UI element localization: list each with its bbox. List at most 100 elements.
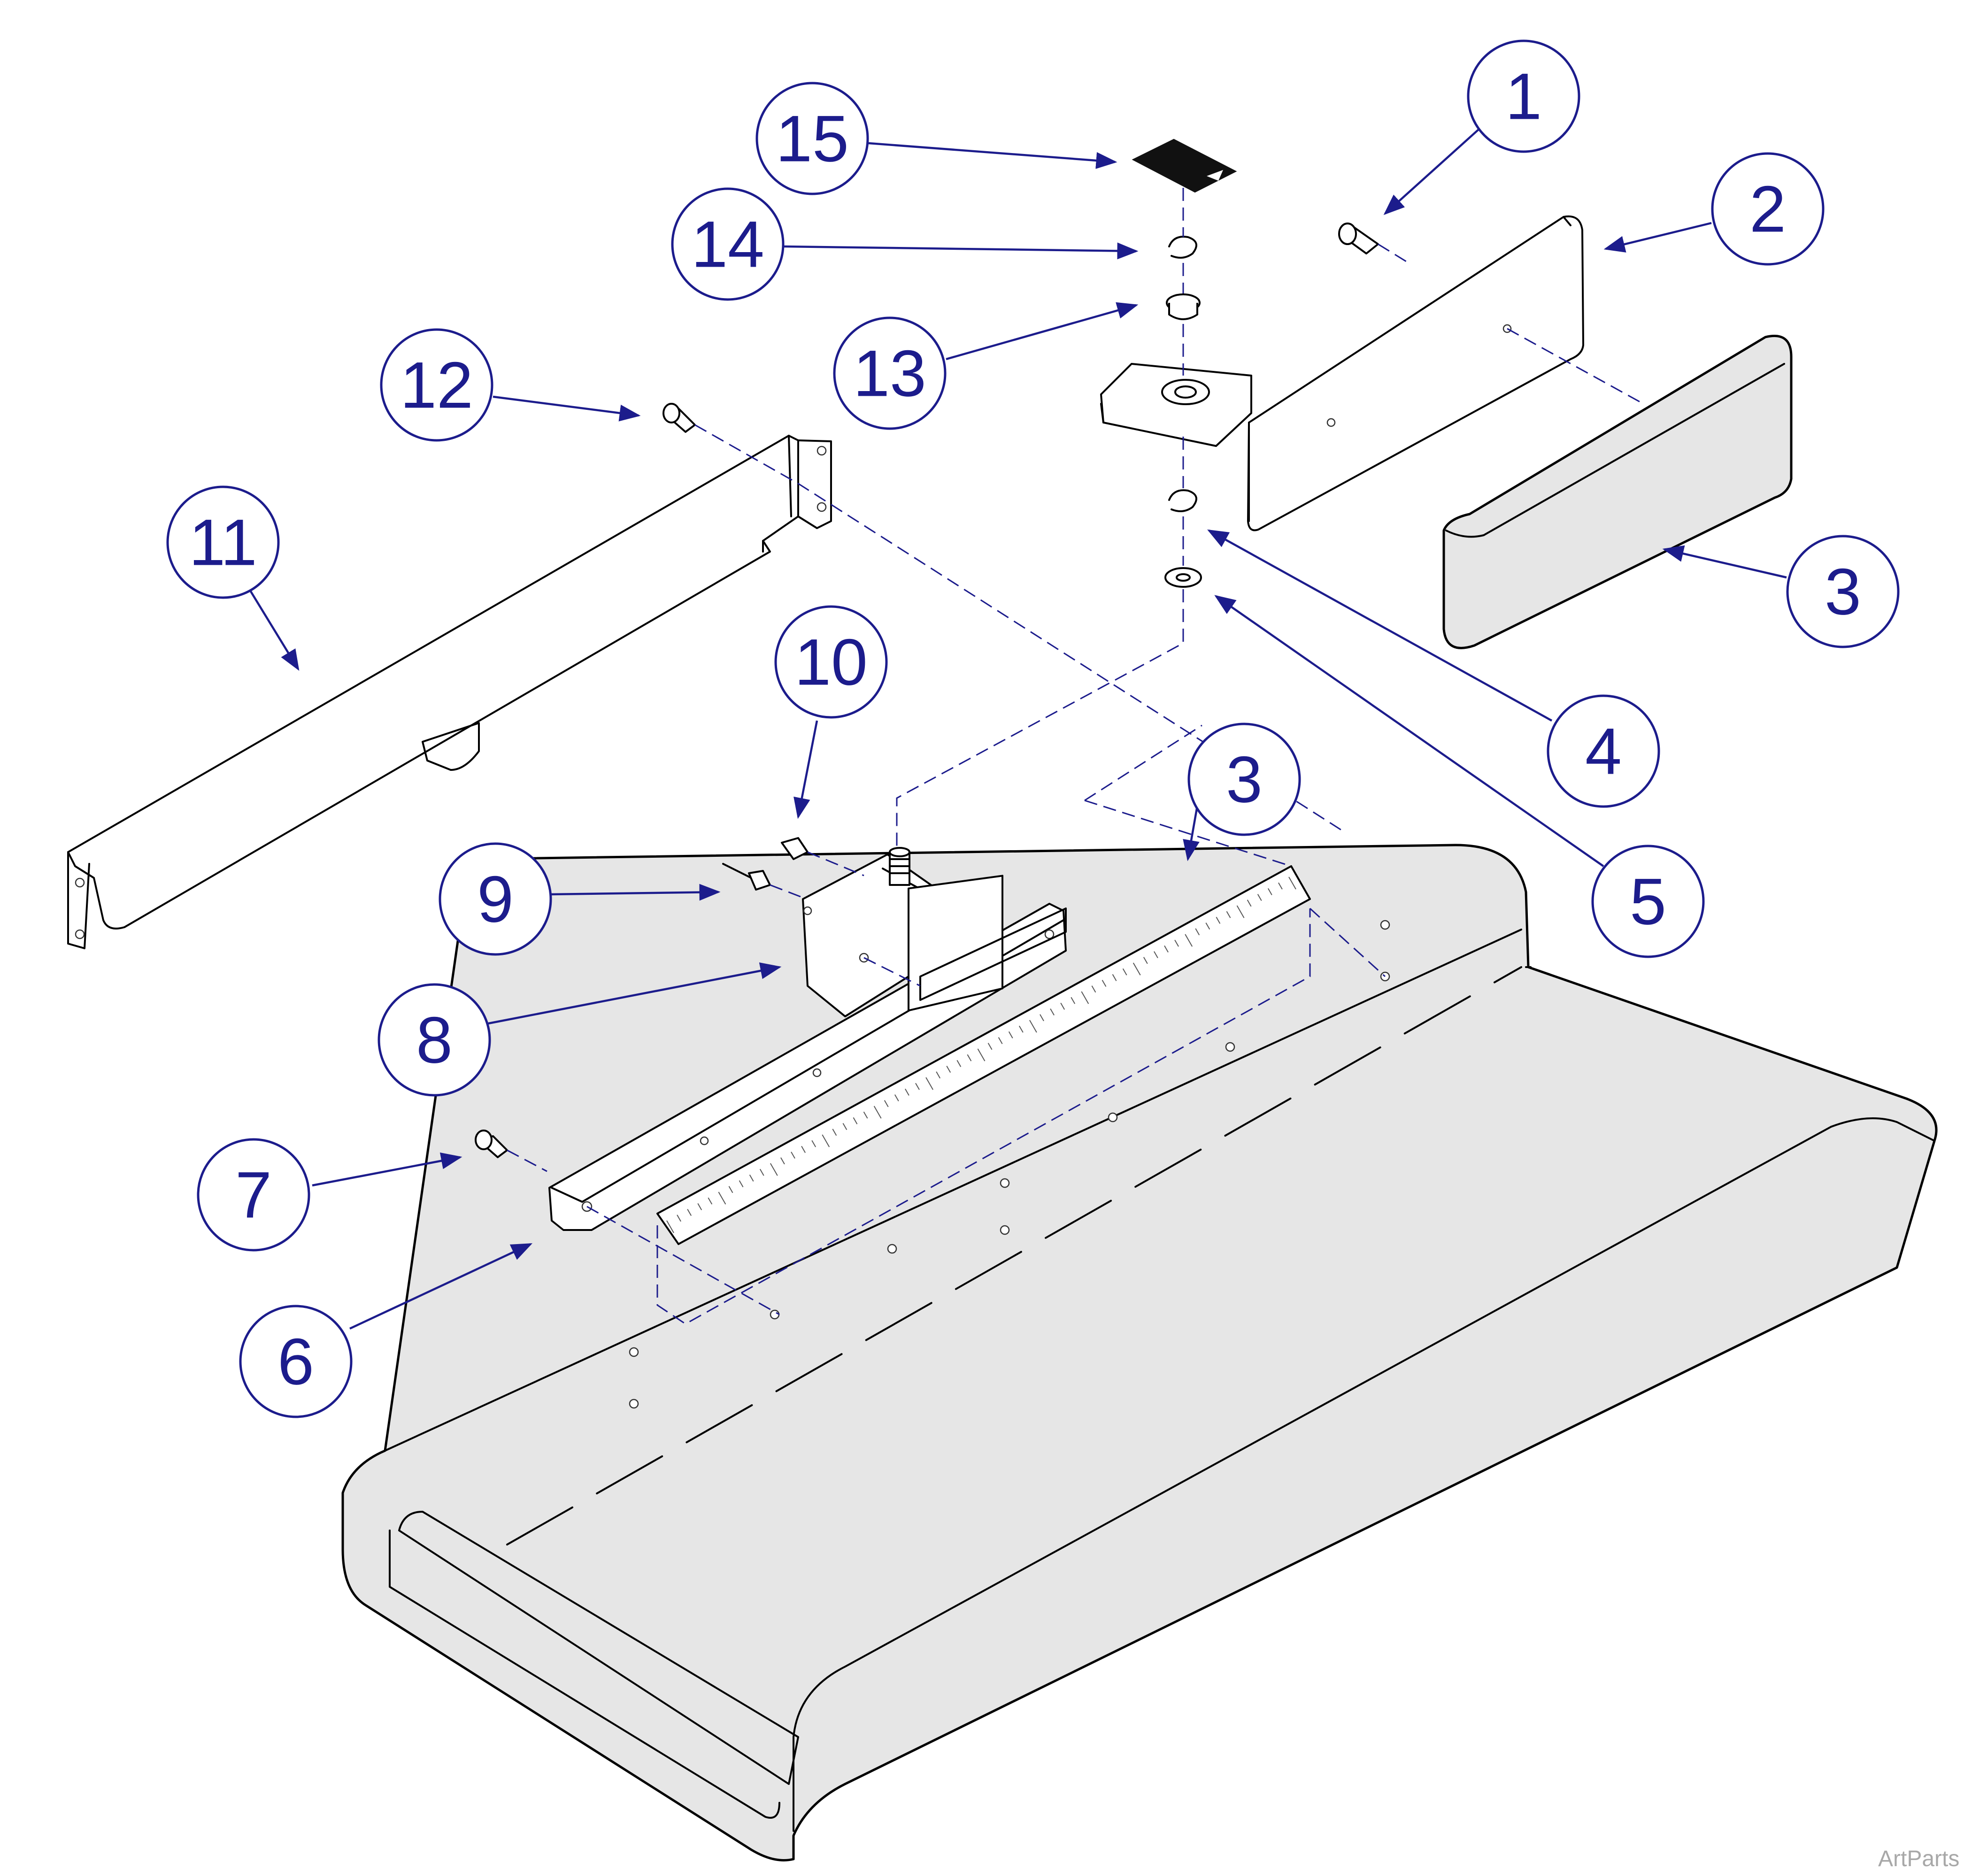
callout-3-upper: 3 xyxy=(1786,535,1900,648)
ruler-tick xyxy=(1154,951,1158,959)
ruler-tick xyxy=(1278,882,1283,890)
ruler-tick xyxy=(1236,905,1245,918)
ruler-tick xyxy=(842,1123,847,1130)
ruler-tick xyxy=(677,1215,681,1222)
ruler-tick xyxy=(1102,980,1107,987)
ruler-tick xyxy=(1122,968,1127,976)
callout-1: 1 xyxy=(1467,39,1580,153)
ruler-tick xyxy=(1008,1031,1013,1038)
watermark-text: ArtParts xyxy=(1878,1846,1959,1871)
callout-3-lower-label: 3 xyxy=(1226,743,1263,816)
callout-6: 6 xyxy=(239,1305,353,1418)
callout-12-label: 12 xyxy=(400,348,473,422)
screw-1-part xyxy=(1338,223,1379,254)
callout-13: 13 xyxy=(833,316,947,430)
callout-2-label: 2 xyxy=(1749,172,1786,246)
ruler-tick xyxy=(1060,1002,1065,1010)
ruler-tick xyxy=(811,1140,817,1147)
callout-4-label: 4 xyxy=(1585,715,1622,788)
ruler-tick xyxy=(666,1220,674,1233)
long-rail-part xyxy=(67,435,832,949)
ruler-tick xyxy=(770,1163,778,1176)
callout-12: 12 xyxy=(380,328,493,442)
callout-5: 5 xyxy=(1591,845,1705,958)
tray-base-part xyxy=(341,844,1938,1861)
ruler-tick xyxy=(718,1192,726,1205)
callout-10: 10 xyxy=(774,605,888,719)
ruler-tick xyxy=(759,1169,764,1176)
ruler-tick xyxy=(728,1186,733,1193)
ruler-tick xyxy=(1132,962,1141,976)
ruler-tick xyxy=(1040,1014,1044,1022)
screw-12-part xyxy=(662,403,696,433)
callout-11-label: 11 xyxy=(189,506,257,579)
ruler-tick xyxy=(1195,928,1200,936)
mounting-plate-part xyxy=(1100,363,1252,447)
screw-7-part xyxy=(475,1130,508,1158)
ruler-tick xyxy=(1091,985,1096,993)
ruler-tick xyxy=(894,1094,899,1102)
ruler-tick xyxy=(791,1152,795,1159)
ruler-tick xyxy=(884,1100,889,1107)
ruler-tick xyxy=(1288,876,1296,890)
callout-leaders xyxy=(246,128,1787,1330)
callout-8: 8 xyxy=(377,983,491,1097)
upper-arm-bracket-part xyxy=(1247,215,1584,531)
callout-9: 9 xyxy=(439,842,552,956)
pin-post-part xyxy=(889,847,910,886)
ruler-tick xyxy=(946,1066,951,1073)
ruler-tick xyxy=(956,1060,962,1067)
ruler-tick xyxy=(1185,934,1193,947)
ruler-tick xyxy=(873,1106,882,1119)
ruler-tick xyxy=(687,1209,692,1216)
washer-5-part xyxy=(1164,567,1202,588)
ruler-tick xyxy=(863,1111,868,1119)
ruler-tick xyxy=(998,1037,1003,1045)
label-15-part xyxy=(1132,138,1237,193)
ruler-tick xyxy=(780,1157,785,1165)
ruler-tick xyxy=(1050,1008,1055,1016)
ruler-tick xyxy=(1112,974,1117,981)
ruler-tick xyxy=(1071,997,1076,1004)
ruler-tick xyxy=(1267,888,1272,895)
ruler-tick xyxy=(1205,923,1210,930)
ruler-tick xyxy=(1257,894,1262,901)
ruler-tick xyxy=(739,1180,744,1188)
ruler-tick xyxy=(822,1134,830,1147)
ruler-tick xyxy=(987,1043,993,1050)
callout-6-label: 6 xyxy=(277,1325,314,1399)
callout-7-label: 7 xyxy=(235,1158,272,1232)
callout-1-label: 1 xyxy=(1505,60,1542,133)
ruler-tick xyxy=(915,1083,920,1090)
callout-11: 11 xyxy=(166,485,280,599)
ruler-tick xyxy=(967,1054,972,1061)
callout-13-label: 13 xyxy=(853,337,926,410)
ruler-tick xyxy=(1174,939,1179,947)
upper-pad-part xyxy=(1442,335,1793,649)
callout-14-label: 14 xyxy=(691,208,764,281)
callout-15: 15 xyxy=(755,82,869,195)
ruler-tick xyxy=(1216,916,1221,924)
clip-14-part xyxy=(1168,236,1197,259)
ruler-tick xyxy=(697,1203,702,1210)
bushing-13-part xyxy=(1166,293,1201,320)
callout-7: 7 xyxy=(197,1138,310,1252)
ruler-tick xyxy=(708,1197,713,1205)
ruler-tick xyxy=(853,1117,858,1124)
ruler-tick xyxy=(1018,1025,1024,1033)
ruler-scale-part xyxy=(656,865,1311,1245)
callout-3-upper-label: 3 xyxy=(1825,555,1861,629)
ruler-tick xyxy=(905,1088,909,1096)
callout-9-label: 9 xyxy=(477,862,514,936)
callout-3-lower: 3 xyxy=(1187,723,1301,836)
ruler-tick xyxy=(1226,911,1231,918)
ruler-tick xyxy=(1143,957,1148,964)
callout-14: 14 xyxy=(671,187,785,301)
callout-2: 2 xyxy=(1711,152,1825,266)
assembly-lines xyxy=(507,188,1644,1325)
callout-5-label: 5 xyxy=(1630,865,1666,938)
ruler-tick xyxy=(1247,900,1252,907)
callout-4: 4 xyxy=(1547,694,1660,808)
callout-8-label: 8 xyxy=(416,1003,453,1077)
